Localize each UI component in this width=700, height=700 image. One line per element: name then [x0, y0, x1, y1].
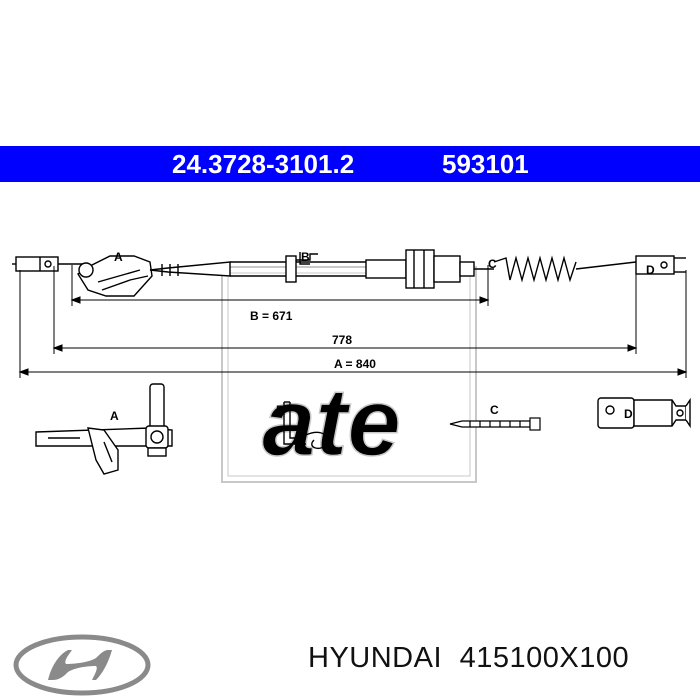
part-number-banner: 24.3728-3101.2 593101: [0, 146, 700, 182]
label-c-detail: C: [490, 403, 499, 417]
label-a-detail: A: [110, 409, 119, 423]
dimension-a-text: A = 840: [334, 357, 376, 371]
dimension-b-text: B = 671: [250, 309, 293, 323]
make-label: HYUNDAI: [308, 642, 443, 674]
dimension-778-text: 778: [332, 333, 352, 347]
cable-assembly: [12, 249, 686, 297]
dimension-lines: [18, 265, 688, 378]
article-number: 24.3728-3101.2: [172, 149, 355, 179]
label-b-top: B: [301, 250, 310, 264]
label-b-detail: B: [276, 403, 285, 417]
detail-d-fork: [597, 397, 691, 429]
label-c-top: C: [488, 257, 497, 271]
part-number-label: 415100X100: [459, 642, 630, 674]
detail-c-tie: [449, 417, 541, 431]
detail-b-clip: [283, 401, 328, 450]
label-d-detail: D: [624, 407, 633, 421]
label-d-top: D: [646, 263, 655, 277]
reference-number: 593101: [442, 149, 529, 179]
ate-watermark: ate: [221, 266, 477, 483]
watermark-text: ate: [262, 369, 401, 476]
label-a-top: A: [114, 250, 123, 264]
part-caption: HYUNDAI 415100X100: [308, 642, 629, 675]
hyundai-logo-icon: [13, 634, 151, 696]
detail-a-bracket: [35, 383, 173, 475]
